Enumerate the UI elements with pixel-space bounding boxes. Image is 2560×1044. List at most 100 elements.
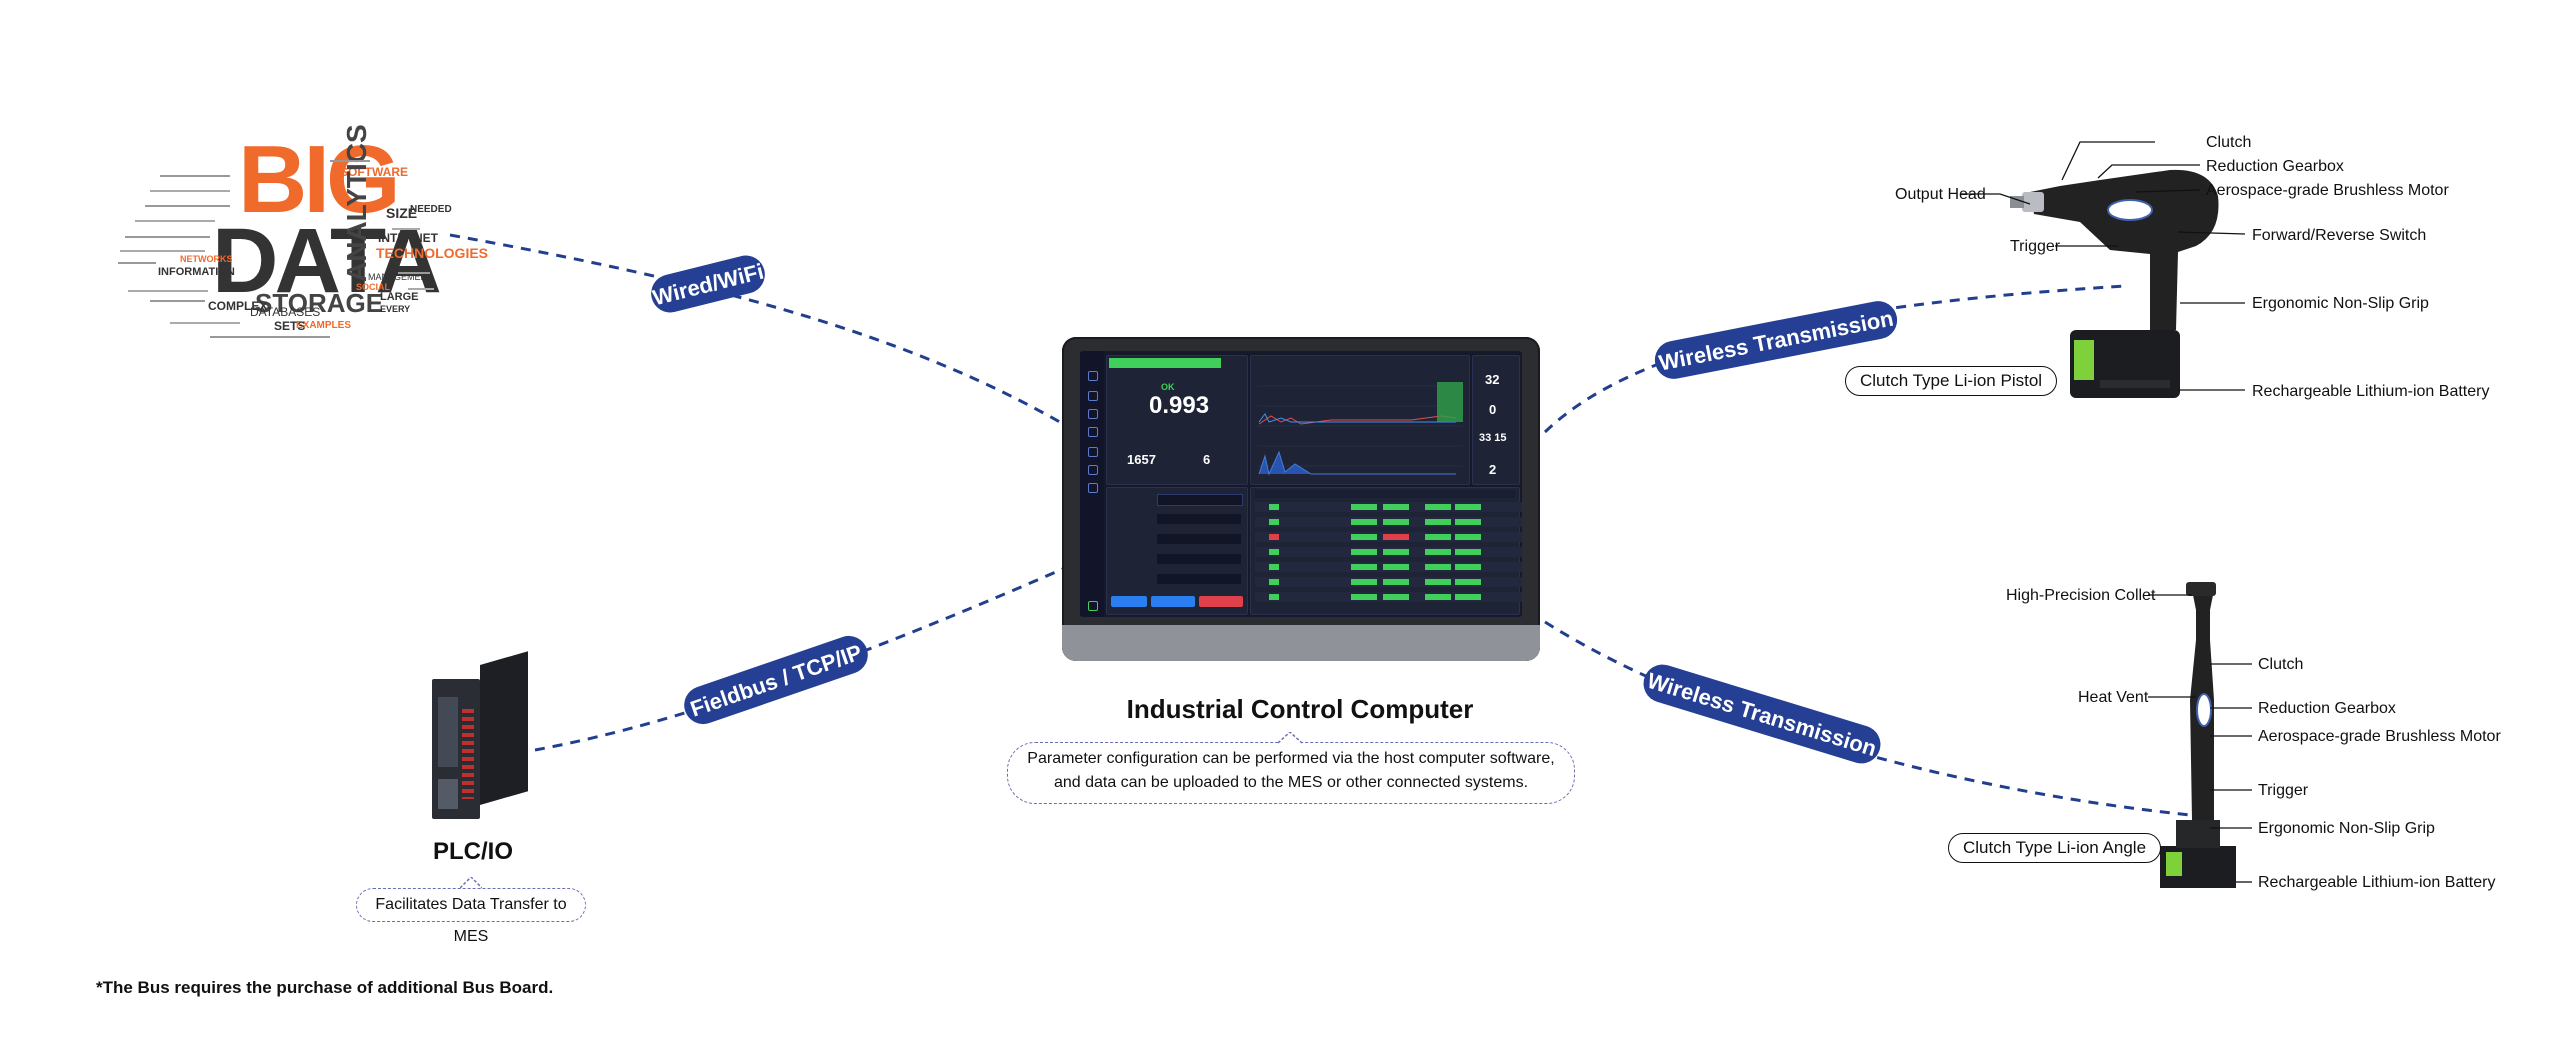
screen-table-cell (1425, 594, 1451, 600)
screen-table-row (1255, 592, 1522, 602)
screen-table-cell (1455, 594, 1481, 600)
screen-table-cell (1351, 594, 1377, 600)
screen-clear-button[interactable] (1199, 596, 1243, 607)
computer-description-line2: and data can be uploaded to the MES or o… (1053, 774, 1529, 791)
screen-table-cell (1383, 564, 1409, 570)
bigdata-word-15: EXAMPLES (296, 320, 351, 331)
screen-table-cell (1455, 519, 1481, 525)
angle-part-collet: High-Precision Collet (2006, 587, 2156, 604)
sidebar-gear-icon (1088, 483, 1098, 493)
pill-wired-wifi: Wired/WiFi (650, 255, 766, 313)
screen-table-cell (1269, 549, 1279, 555)
screen-curve-svg (1257, 382, 1463, 476)
screen-table-cell (1351, 504, 1377, 510)
screen-table-cell (1269, 579, 1279, 585)
screen-table-panel (1250, 487, 1522, 615)
screen-start-button[interactable] (1111, 596, 1147, 607)
bigdata-word-5: TECHNOLOGIES (376, 245, 488, 261)
plc-side (480, 651, 528, 805)
sidebar-chart-icon (1088, 427, 1098, 437)
screen-table-cell (1455, 549, 1481, 555)
bigdata-word-8: COMPLEX (208, 299, 267, 313)
plc-panel (438, 697, 458, 767)
screen-ok-text: OK (1161, 382, 1175, 392)
screen-table-cell (1455, 579, 1481, 585)
angle-name-label: Clutch Type Li-ion Angle (1948, 833, 2162, 863)
angle-tool-illustration (2160, 582, 2236, 888)
pistol-part-grip: Ergonomic Non-Slip Grip (2252, 295, 2429, 312)
screen-table-cell (1351, 564, 1377, 570)
bigdata-wordcloud: BIG DATA SOFTWARE ANALYTICS SIZE NEEDED … (118, 124, 488, 338)
screen-torque-value: 0.993 (1149, 392, 1210, 419)
sidebar-data-icon (1088, 447, 1098, 457)
pistol-leaders (1960, 141, 2246, 391)
angle-part-grip: Ergonomic Non-Slip Grip (2258, 820, 2435, 837)
angle-part-brushless-motor: Aerospace-grade Brushless Motor (2258, 728, 2501, 745)
screen-angle-value: 1657 (1127, 452, 1156, 467)
screen-curve-blue-top (1258, 413, 1456, 423)
plc-note: Facilitates Data Transfer to MES (356, 888, 586, 945)
pistol-name-label: Clutch Type Li-ion Pistol (1845, 366, 2058, 396)
screen-remaining: 2 (1489, 462, 1497, 477)
pistol-part-forward-reverse: Forward/Reverse Switch (2252, 227, 2426, 244)
pill-wireless-bottom-label: Wireless Transmission (1644, 668, 1879, 762)
plc-base (438, 779, 458, 809)
bigdata-word-9: INFORMATION (158, 266, 235, 278)
bigdata-word-14: SETS (274, 319, 305, 333)
computer-description-line1: Parameter configuration can be performed… (1027, 750, 1555, 767)
plc-device (432, 651, 528, 819)
sidebar-wrench-icon (1088, 409, 1098, 419)
pistol-tool-illustration (2010, 169, 2219, 398)
screen-speed: 0 (1489, 402, 1497, 417)
pistol-part-output-head: Output Head (1895, 186, 1986, 203)
pill-fieldbus: Fieldbus / TCP/IP (684, 635, 868, 725)
plc-title: PLC/IO (432, 838, 513, 865)
bigdata-word-7: DATABASES (250, 305, 320, 319)
connection-line-pistol (1543, 284, 2126, 434)
angle-part-clutch: Clutch (2258, 656, 2303, 673)
pistol-part-trigger: Trigger (2010, 238, 2061, 255)
screen-table-row (1255, 547, 1522, 557)
bigdata-word-10: NETWORKS (180, 254, 233, 264)
bigdata-word-6: STORAGE (255, 288, 383, 318)
screen-table-cell (1425, 519, 1451, 525)
screen-count-value: 6 (1203, 452, 1211, 467)
screen-table-cell (1383, 519, 1409, 525)
screen-save-button[interactable] (1151, 596, 1195, 607)
screen-table-cell (1425, 564, 1451, 570)
screen-table-cell (1425, 504, 1451, 510)
sidebar-exit-icon (1088, 601, 1098, 611)
sidebar-home-icon (1088, 371, 1098, 381)
screen-tightening-time: 33 15 (1479, 432, 1507, 444)
screen-curve-blue-bottom (1258, 450, 1456, 476)
screen-table-cell (1269, 564, 1279, 570)
pistol-part-clutch: Clutch (2206, 134, 2251, 151)
plc-terminal (462, 709, 474, 799)
screen-field-5 (1157, 574, 1241, 584)
screen-table-header (1255, 490, 1515, 498)
bigdata-word-4: INTERNET (378, 231, 439, 245)
screen-sidebar (1080, 351, 1104, 617)
screen-table-cell (1269, 534, 1279, 540)
monitor-screen: OK 0.993 1657 6 32 0 33 15 2 (1080, 351, 1522, 617)
screen-table-cell (1425, 579, 1451, 585)
sidebar-tool-icon (1088, 391, 1098, 401)
screen-table-cell (1383, 579, 1409, 585)
screen-table-cell (1351, 519, 1377, 525)
screen-table-cell (1351, 534, 1377, 540)
computer-description-pointer (1278, 732, 1302, 744)
screen-field-3 (1157, 534, 1241, 544)
screen-curve-panel (1250, 355, 1470, 485)
screen-table-cell (1351, 579, 1377, 585)
bigdata-word-3: NEEDED (410, 204, 452, 215)
computer-description: Parameter configuration can be performed… (1007, 742, 1575, 804)
screen-table-row (1255, 532, 1522, 542)
screen-table-cell (1383, 534, 1409, 540)
pill-fieldbus-label: Fieldbus / TCP/IP (687, 639, 865, 721)
bigdata-big: BIG (238, 126, 397, 233)
screen-table-cell (1383, 504, 1409, 510)
computer-title: Industrial Control Computer (1126, 694, 1474, 724)
plc-front (432, 679, 480, 819)
screen-result-panel: OK 0.993 1657 6 (1106, 355, 1248, 485)
